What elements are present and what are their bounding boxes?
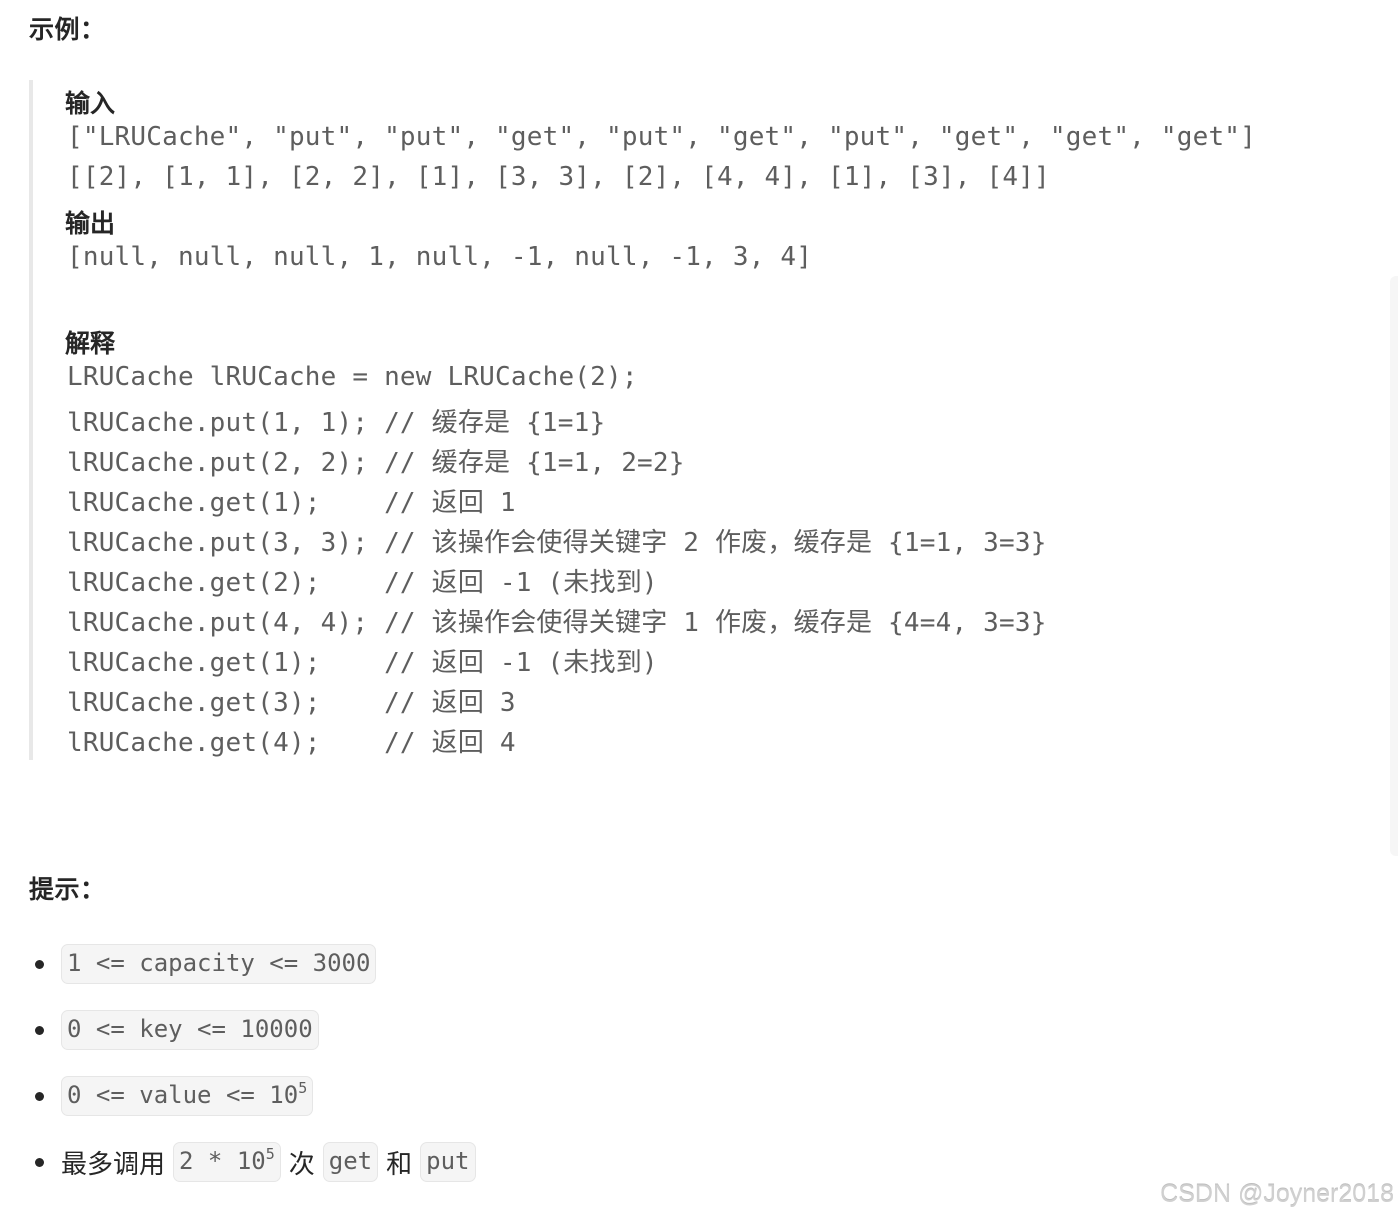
bullet-icon [35,1091,44,1101]
hint-item-value: 0 <= value <= 105 [29,1076,314,1116]
input-args-line: [[2], [1, 1], [2, 2], [1], [3, 3], [2], … [67,162,1050,192]
explain-line: lRUCache.get(4); // 返回 4 [67,728,516,758]
explain-line: lRUCache.get(1); // 返回 1 [67,488,516,518]
inline-code: 2 * 105 [173,1142,281,1182]
hints-heading: 提示： [29,875,106,904]
watermark: CSDN @Joyner2018 [1160,1180,1394,1208]
hint-item-calls: 最多调用 2 * 105 次 get 和 put [29,1142,476,1182]
exponent: 5 [298,1079,308,1097]
explain-line: lRUCache.put(3, 3); // 该操作会使得关键字 2 作废，缓存… [67,528,1047,558]
inline-code: 0 <= key <= 10000 [61,1010,319,1050]
hint-item-key: 0 <= key <= 10000 [29,1010,319,1050]
input-label: 输入 [65,89,116,118]
output-label: 输出 [65,209,116,238]
explain-line: lRUCache.get(2); // 返回 -1 (未找到) [67,568,658,598]
input-methods-line: ["LRUCache", "put", "put", "get", "put",… [67,122,1256,152]
explain-line: lRUCache.get(3); // 返回 3 [67,688,516,718]
hint-item-capacity: 1 <= capacity <= 3000 [29,944,377,984]
exponent: 5 [265,1145,275,1163]
example-blockquote: 输入 ["LRUCache", "put", "put", "get", "pu… [29,80,1353,760]
bullet-icon [35,959,44,969]
explain-label: 解释 [65,329,116,358]
output-line: [null, null, null, 1, null, -1, null, -1… [67,242,813,272]
inline-code: 0 <= value <= 105 [61,1076,314,1116]
explain-line: lRUCache.put(4, 4); // 该操作会使得关键字 1 作废，缓存… [67,608,1047,638]
inline-code-get: get [322,1142,379,1182]
explain-line: lRUCache.put(1, 1); // 缓存是 {1=1} [67,408,606,438]
explain-line: lRUCache.get(1); // 返回 -1 (未找到) [67,648,658,678]
hint-text: 和 [386,1149,413,1180]
example-heading: 示例： [29,15,106,44]
inline-code: 1 <= capacity <= 3000 [61,944,377,984]
hint-text: 次 [288,1149,315,1180]
code-base: 0 <= value <= 10 [67,1081,299,1109]
code-base: 2 * 10 [179,1147,266,1175]
hint-text: 最多调用 [61,1149,166,1180]
inline-code-put: put [420,1142,476,1182]
explain-line: LRUCache lRUCache = new LRUCache(2); [67,362,638,392]
horizontal-scroll-track[interactable] [1390,276,1398,856]
explain-line: lRUCache.put(2, 2); // 缓存是 {1=1, 2=2} [67,448,685,478]
bullet-icon [35,1025,44,1035]
bullet-icon [35,1157,44,1167]
